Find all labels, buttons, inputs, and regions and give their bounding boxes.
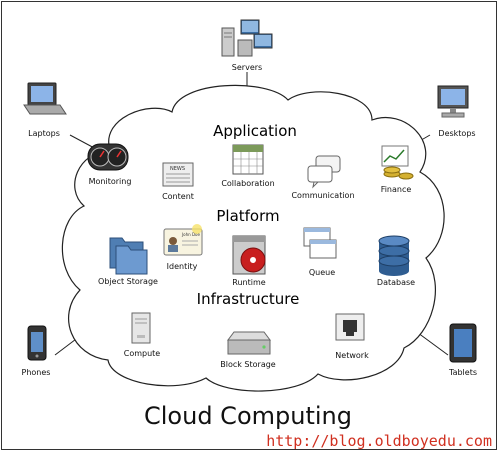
desktops-label: Desktops (438, 129, 475, 138)
platform-heading: Platform (216, 207, 279, 225)
phones-label: Phones (22, 368, 51, 377)
calendar-icon (232, 144, 264, 175)
compute-icon (131, 312, 151, 344)
runtime-label: Runtime (232, 278, 265, 287)
database-icon (378, 235, 410, 276)
object-storage-label: Object Storage (98, 277, 158, 286)
network-label: Network (335, 351, 369, 360)
infrastructure-heading: Infrastructure (197, 290, 300, 308)
collaboration-label: Collaboration (221, 179, 274, 188)
laptops-label: Laptops (28, 129, 60, 138)
id-card-icon: John Doe (163, 224, 203, 256)
chat-bubbles-icon (307, 155, 341, 189)
laptop-icon (23, 82, 67, 115)
queue-label: Queue (309, 268, 335, 277)
database-label: Database (377, 278, 415, 287)
application-heading: Application (213, 122, 297, 140)
compute-label: Compute (124, 349, 161, 358)
content-label: Content (162, 192, 194, 201)
desktop-icon (437, 85, 469, 118)
folder-icon (109, 237, 148, 275)
monitoring-label: Monitoring (89, 177, 132, 186)
communication-label: Communication (291, 191, 354, 200)
finance-label: Finance (381, 185, 412, 194)
network-icon (335, 313, 365, 341)
identity-label: Identity (167, 262, 198, 271)
news-icon-text: NEWS (170, 166, 185, 172)
monitoring-icon (87, 143, 129, 171)
block-storage-label: Block Storage (220, 360, 276, 369)
phone-icon (27, 325, 47, 361)
queue-icon (303, 227, 337, 259)
finance-icon (381, 145, 414, 180)
servers-icon (221, 19, 273, 57)
tablet-icon (449, 323, 477, 363)
runtime-icon (232, 235, 266, 275)
diagram-title: Cloud Computing (144, 402, 352, 430)
servers-label: Servers (232, 63, 262, 72)
watermark-url: http://blog.oldboyedu.com (266, 432, 492, 450)
id-card-name: John Doe (181, 232, 200, 237)
tablets-label: Tablets (448, 368, 477, 377)
newspaper-icon: NEWS (162, 162, 194, 187)
hard-drive-icon (227, 331, 271, 355)
